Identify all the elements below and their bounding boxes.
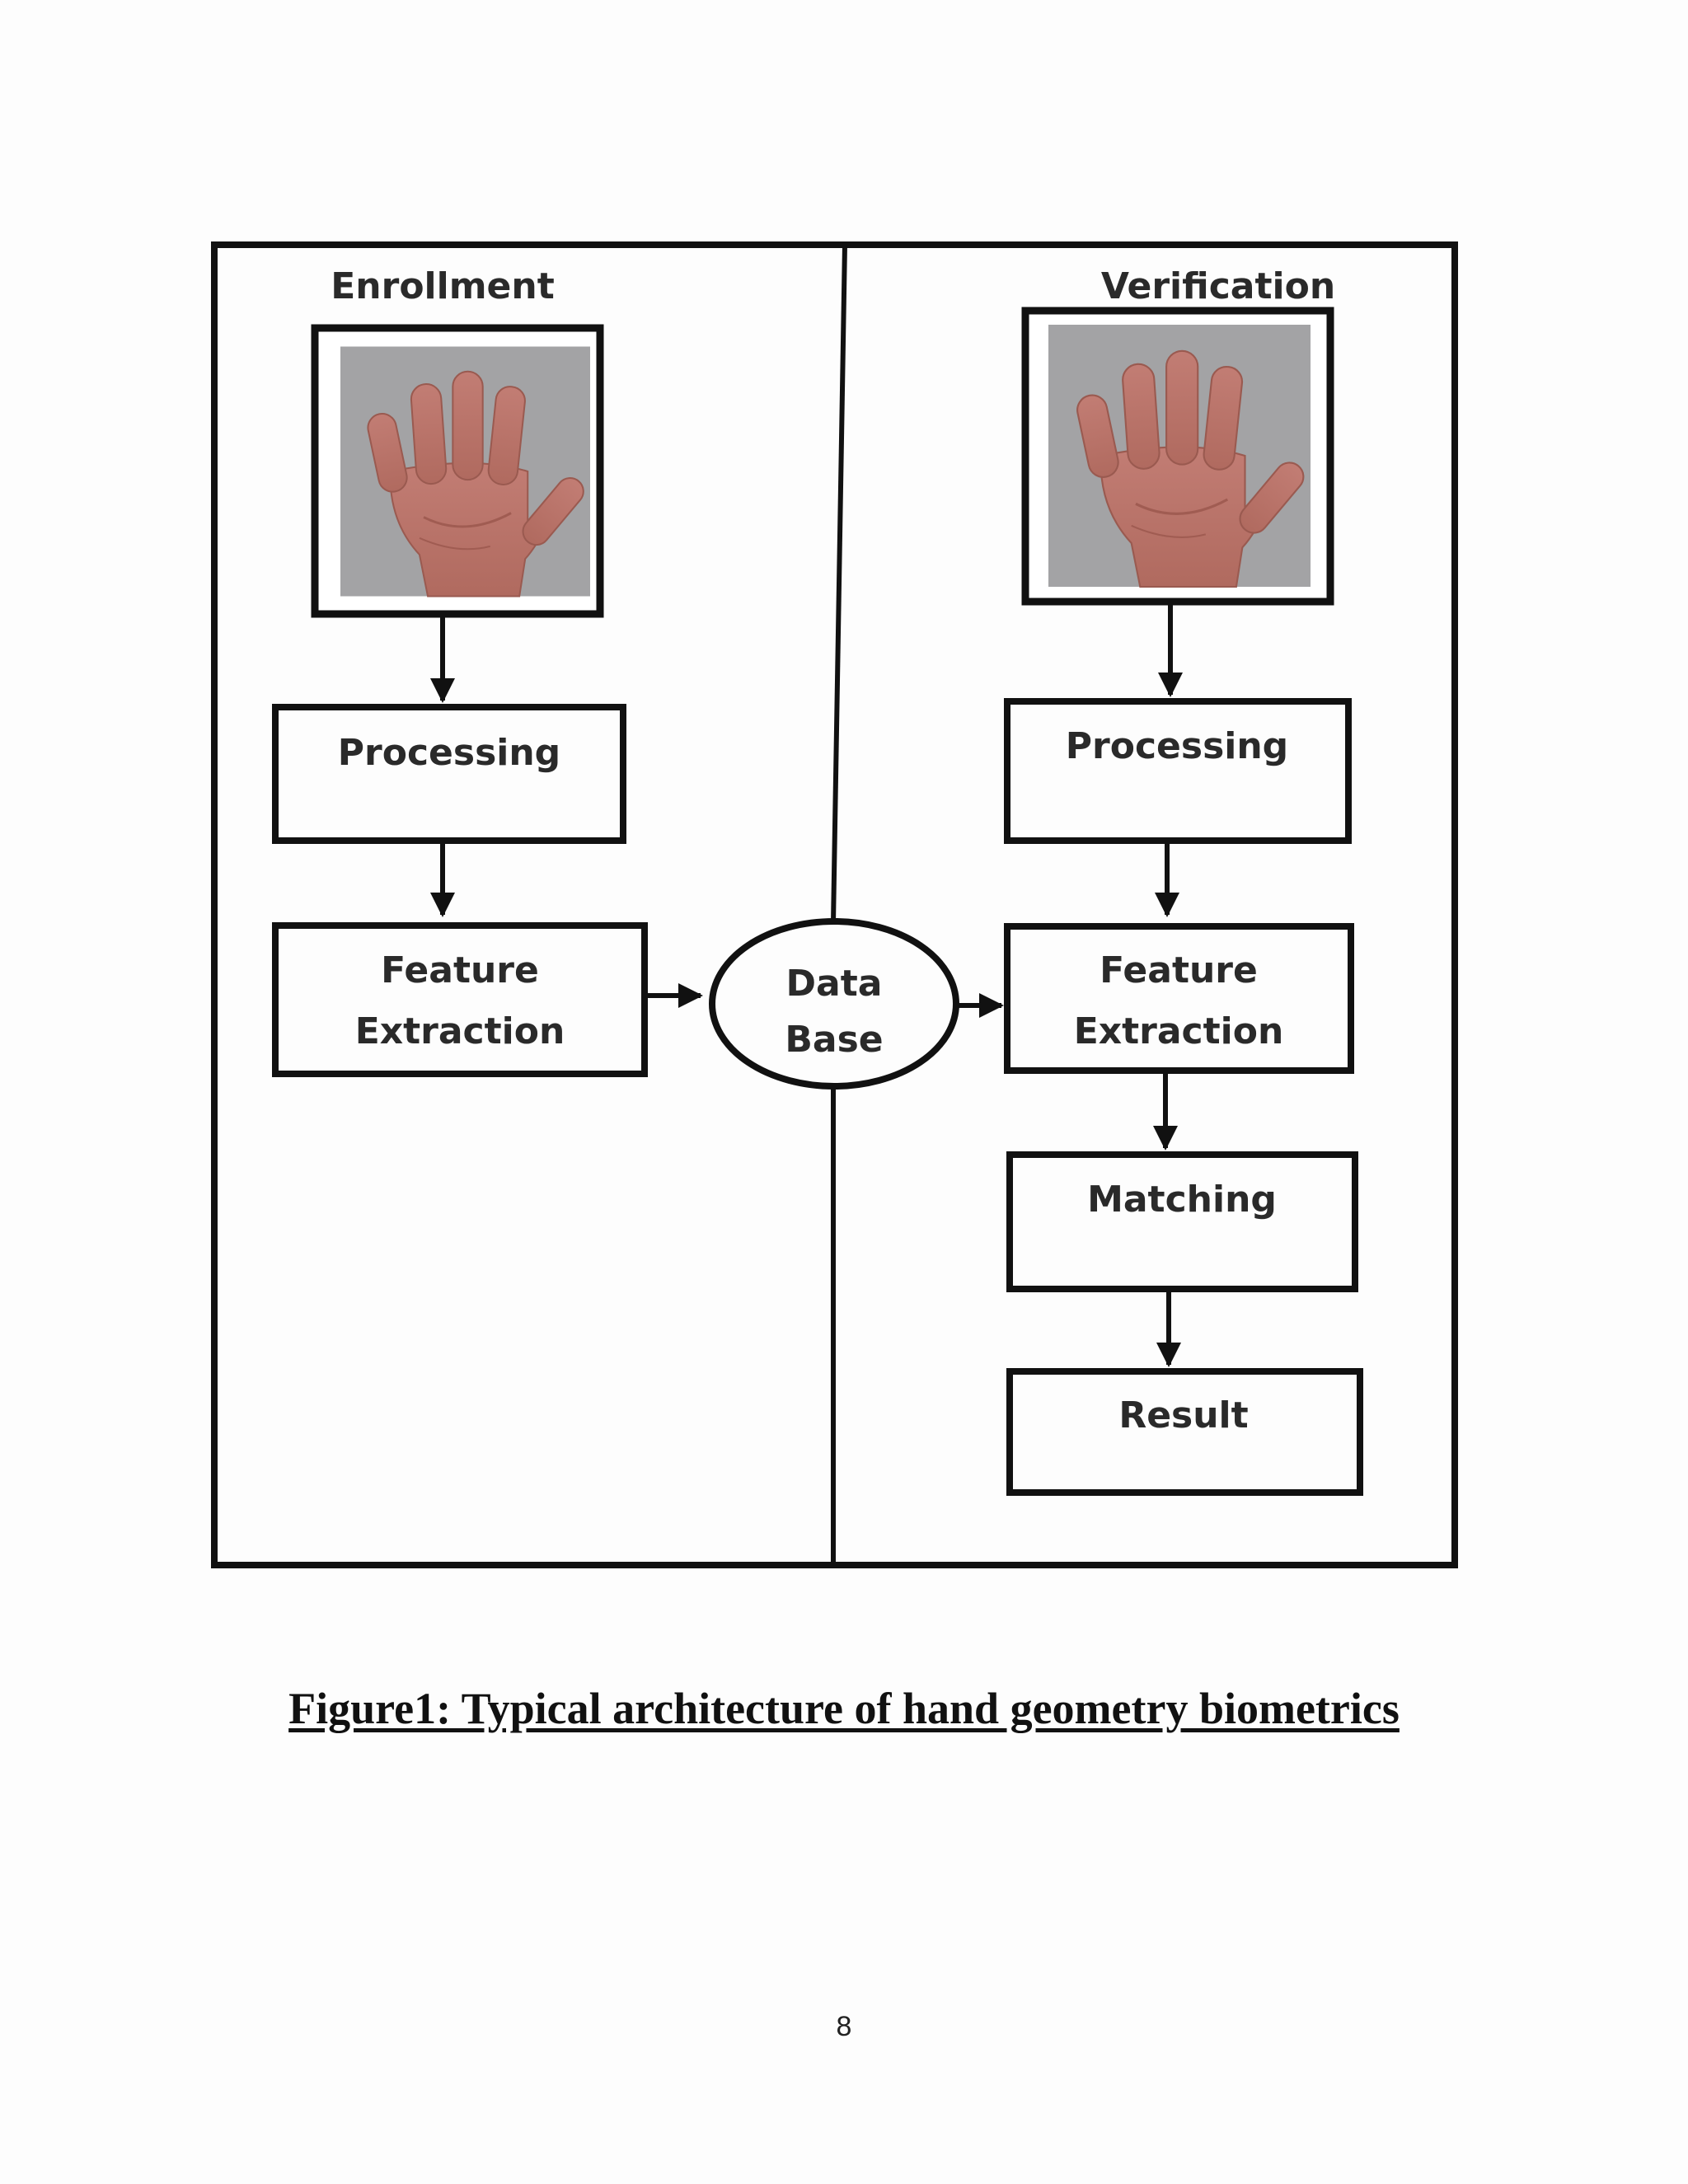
divider-line <box>831 244 847 924</box>
enrollment-processing-label: Processing <box>338 732 560 774</box>
figure-caption: Figure1: Typical architecture of hand ge… <box>288 1684 1400 1733</box>
label-line: Extraction <box>1074 1010 1284 1052</box>
database-label-line2: Base <box>785 1019 883 1061</box>
label-line: Feature <box>1100 949 1258 991</box>
verification-processing-label: Processing <box>1066 725 1288 767</box>
label-line: Feature <box>381 949 539 991</box>
enrollment-hand-image <box>340 344 590 598</box>
enrollment-feature-extraction-box <box>272 922 648 1077</box>
verification-title: Verification <box>1101 265 1335 307</box>
enrollment-title: Enrollment <box>331 265 555 307</box>
verification-result-label: Result <box>1118 1394 1248 1436</box>
verification-processing-box <box>1004 698 1352 844</box>
verification-matching-label: Matching <box>1087 1179 1277 1221</box>
page-number: 8 <box>836 2011 852 2042</box>
verification-matching-box <box>1006 1151 1358 1292</box>
verification-feature-extraction-box <box>1004 923 1354 1074</box>
enrollment-processing-box <box>272 704 626 844</box>
verification-result-box <box>1006 1368 1363 1496</box>
label-line: Extraction <box>355 1010 565 1052</box>
verification-hand-image <box>1048 324 1311 588</box>
database-label-line1: Data <box>786 963 883 1005</box>
